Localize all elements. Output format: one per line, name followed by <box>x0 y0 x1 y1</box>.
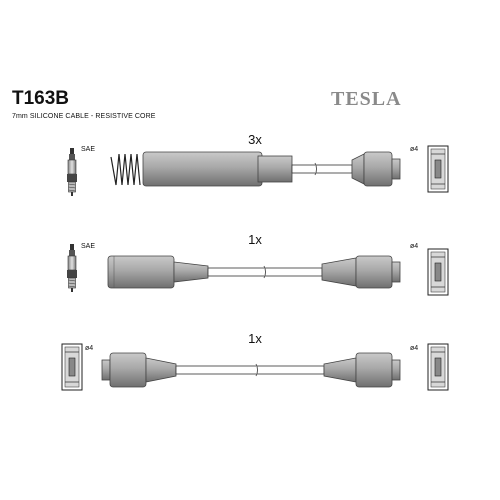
plug-boot <box>107 255 175 289</box>
end-label-right: ø4 <box>410 243 418 250</box>
cable <box>291 164 353 174</box>
coil-socket-icon <box>427 145 449 193</box>
quantity-label: 3x <box>248 132 262 147</box>
part-code: T163B <box>12 88 70 109</box>
coil-socket-icon <box>427 343 449 391</box>
quantity-label: 1x <box>248 331 262 346</box>
lead-row-3: ø4 ø4 1x <box>61 331 449 391</box>
end-label-right: ø4 <box>410 146 418 153</box>
end-label-left: SAE <box>81 243 95 250</box>
spark-plug-icon <box>67 148 77 196</box>
lead-row-1: SAE ø4 3x <box>67 132 449 196</box>
cable-description: 7mm SILICONE CABLE - RESISTIVE CORE <box>12 113 156 120</box>
spark-plug-icon <box>67 244 77 292</box>
coil-boot <box>323 357 357 383</box>
end-label-left: SAE <box>81 146 95 153</box>
coil-boot <box>351 153 365 185</box>
coil-boot <box>109 352 147 388</box>
cable <box>175 365 325 375</box>
quantity-label: 1x <box>248 232 262 247</box>
coil-boot <box>321 257 357 287</box>
lead-row-2: SAE ø4 1x <box>67 232 449 296</box>
straight-boot <box>142 151 263 187</box>
coil-socket-icon <box>61 343 83 391</box>
end-label-left: ø4 <box>85 345 93 352</box>
coil-socket-icon <box>427 248 449 296</box>
brand-logo: TESLA <box>331 88 402 110</box>
suppression-spring <box>110 153 141 186</box>
end-label-right: ø4 <box>410 345 418 352</box>
